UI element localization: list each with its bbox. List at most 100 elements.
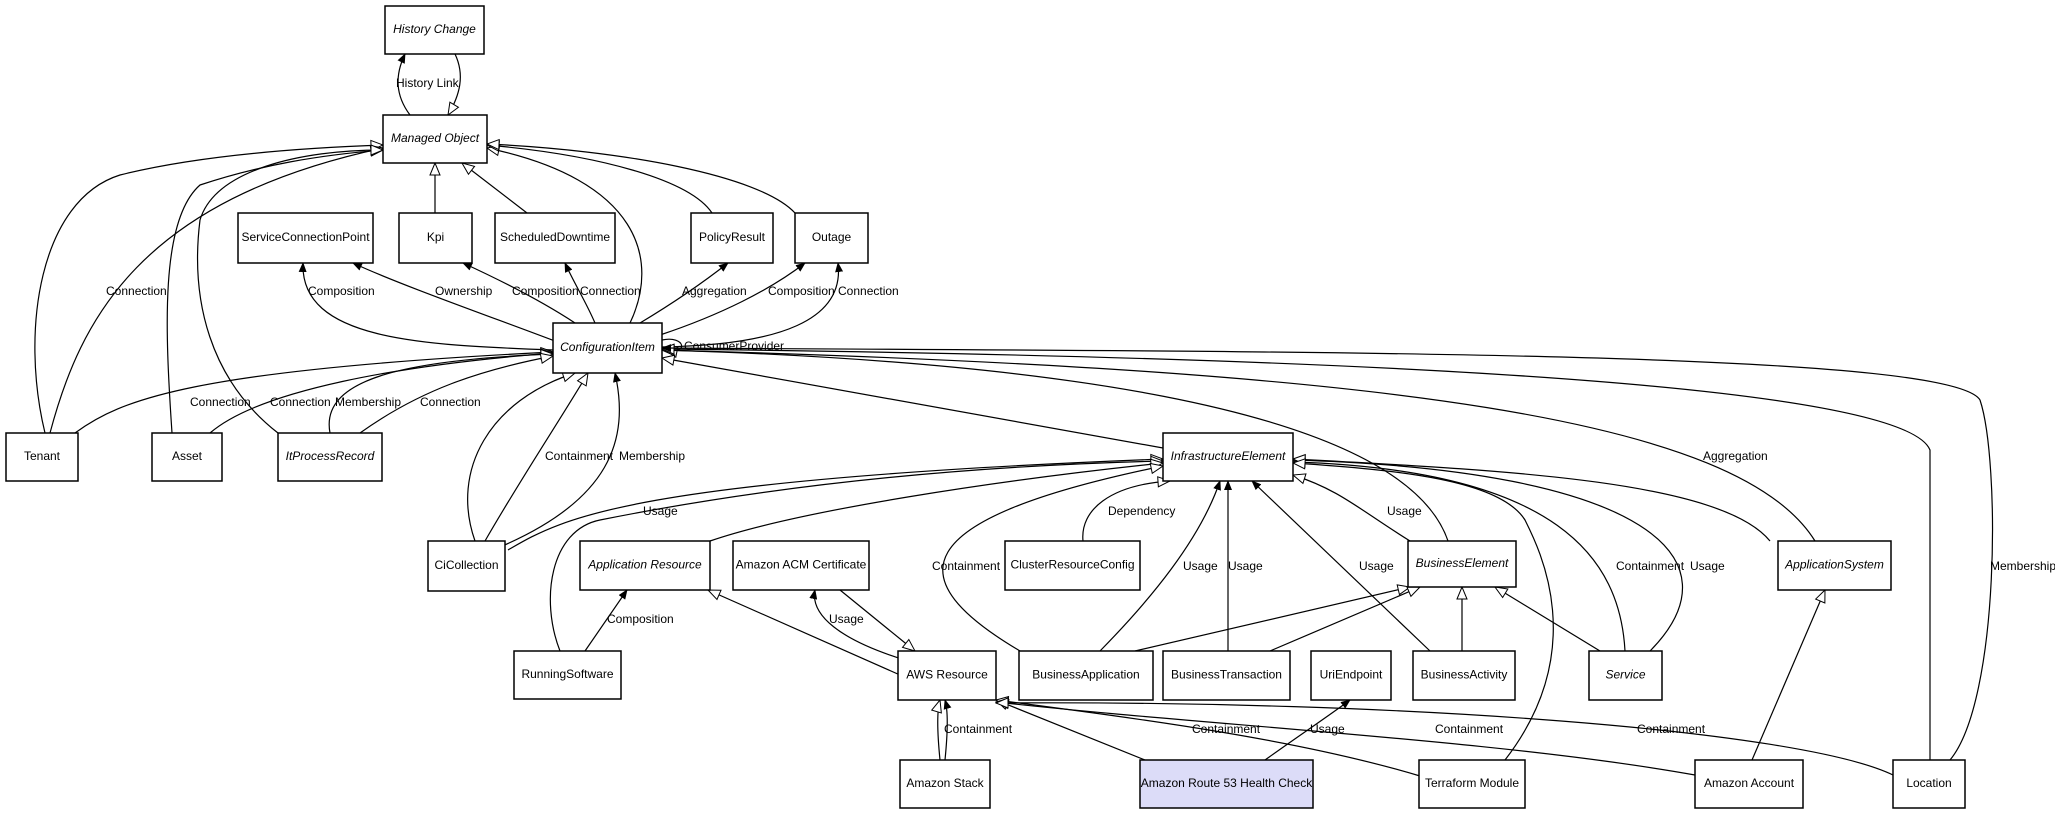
label-composition-rs: Composition: [607, 612, 674, 626]
node-label: History Change: [393, 22, 476, 36]
edge-cic-ci-b: [484, 373, 588, 542]
label-connection-outage: Connection: [838, 284, 899, 298]
node-label: InfrastructureElement: [1171, 449, 1286, 463]
edge-membership-ipr: [328, 354, 553, 434]
node-label: ItProcessRecord: [286, 449, 375, 463]
node-label: AWS Resource: [906, 668, 988, 682]
edge-svc-be: [1495, 587, 1601, 652]
node-label: PolicyResult: [699, 230, 766, 244]
edge-membership-cic: [499, 372, 621, 548]
node-service[interactable]: Service: [1588, 650, 1663, 701]
node-label: Outage: [812, 230, 852, 244]
edge-containment-loc: [996, 703, 1894, 776]
node-label: ConfigurationItem: [560, 340, 655, 354]
label-containment-r53: Containment: [1192, 722, 1261, 736]
edge-ba-be: [1134, 587, 1410, 652]
edge-connection-asset-ci: [209, 353, 553, 434]
edge-stack-aws-a: [938, 700, 940, 761]
node-outage[interactable]: Outage: [794, 212, 869, 264]
node-label: Location: [1906, 776, 1951, 790]
label-containment-cic: Containment: [545, 449, 614, 463]
label-connection-asset-ci: Connection: [270, 395, 331, 409]
node-label: ApplicationSystem: [1784, 558, 1884, 572]
label-consumer-provider: ConsumerProvider: [684, 339, 784, 353]
edge-composition-kpi: [462, 262, 576, 324]
label-containment-loc: Containment: [1637, 722, 1706, 736]
node-terraform-module[interactable]: Terraform Module: [1418, 759, 1526, 809]
node-business-element[interactable]: BusinessElement: [1407, 540, 1517, 588]
edge-r53-aws: [996, 700, 1146, 761]
node-infrastructure-element[interactable]: InfrastructureElement: [1162, 432, 1294, 482]
label-usage-r53: Usage: [1310, 722, 1345, 736]
node-label: Asset: [172, 449, 203, 463]
node-scheduled-downtime[interactable]: ScheduledDowntime: [494, 212, 616, 264]
edge-be-ie: [1293, 475, 1411, 542]
label-connection-tenant-mo: Connection: [106, 284, 167, 298]
node-managed-object[interactable]: Managed Object: [382, 114, 488, 164]
node-label: Amazon Route 53 Health Check: [1141, 776, 1313, 790]
edge-membership-loc: [661, 344, 1994, 761]
node-ci-collection[interactable]: CiCollection: [427, 540, 506, 592]
edge-bt-be: [1269, 586, 1420, 652]
node-label: Terraform Module: [1425, 776, 1519, 790]
edge-connection-sd: [564, 262, 596, 324]
label-membership-ipr: Membership: [335, 395, 401, 409]
edge-history-link-out: [397, 53, 411, 116]
node-label: ClusterResourceConfig: [1010, 558, 1134, 572]
node-label: BusinessElement: [1416, 556, 1509, 570]
label-membership-cic: Membership: [619, 449, 685, 463]
edge-ci-managed-object: [487, 148, 643, 324]
node-kpi[interactable]: Kpi: [398, 212, 473, 264]
node-business-transaction[interactable]: BusinessTransaction: [1162, 650, 1291, 701]
label-ownership: Ownership: [435, 284, 493, 298]
edge-ie-ci: [662, 358, 1164, 449]
node-label: Amazon ACM Certificate: [736, 558, 867, 572]
node-aws-resource[interactable]: AWS Resource: [897, 650, 997, 701]
edge-pr-managed-object: [487, 145, 713, 214]
edge-labels: History Link Connection Composition Owne…: [106, 76, 2055, 736]
edge-aws-acm: [839, 589, 915, 651]
label-containment-ba: Containment: [932, 559, 1001, 573]
edge-tenant-managed-object: [34, 145, 383, 434]
node-business-activity[interactable]: BusinessActivity: [1412, 650, 1516, 701]
label-usage-cic: Usage: [643, 504, 678, 518]
node-running-software[interactable]: RunningSoftware: [513, 650, 622, 700]
edge-tf-ie: [1293, 463, 1554, 761]
node-tenant[interactable]: Tenant: [5, 432, 79, 482]
node-amazon-stack[interactable]: Amazon Stack: [899, 759, 991, 809]
node-application-resource[interactable]: Application Resource: [579, 540, 711, 591]
node-amazon-account[interactable]: Amazon Account: [1694, 759, 1804, 809]
edge-containment-svc-ie: [1293, 462, 1626, 652]
node-service-connection-point[interactable]: ServiceConnectionPoint: [237, 212, 374, 264]
edge-dependency: [1082, 481, 1170, 542]
node-label: BusinessActivity: [1421, 668, 1508, 682]
node-uri-endpoint[interactable]: UriEndpoint: [1310, 650, 1392, 701]
label-composition-scp: Composition: [308, 284, 375, 298]
edge-composition-scp: [298, 262, 554, 351]
node-amazon-route53-health-check[interactable]: Amazon Route 53 Health Check: [1139, 759, 1314, 809]
node-business-application[interactable]: BusinessApplication: [1018, 650, 1154, 701]
node-history-change[interactable]: History Change: [384, 5, 485, 55]
node-application-system[interactable]: ApplicationSystem: [1777, 540, 1892, 591]
label-membership-loc: Membership: [1990, 559, 2055, 573]
node-policy-result[interactable]: PolicyResult: [690, 212, 774, 264]
node-configuration-item[interactable]: ConfigurationItem: [552, 322, 663, 374]
node-amazon-acm-certificate[interactable]: Amazon ACM Certificate: [732, 540, 870, 591]
label-containment-acct: Containment: [1435, 722, 1504, 736]
label-aggregation-pr: Aggregation: [682, 284, 747, 298]
node-asset[interactable]: Asset: [151, 432, 223, 482]
label-usage-bact: Usage: [1359, 559, 1394, 573]
node-label: Kpi: [427, 230, 444, 244]
edge-outage-managed-object: [487, 144, 796, 214]
node-location[interactable]: Location: [1892, 759, 1966, 809]
edge-acct-as: [1751, 590, 1826, 761]
label-aggregation-as: Aggregation: [1703, 449, 1768, 463]
node-it-process-record[interactable]: ItProcessRecord: [277, 432, 383, 482]
node-label: CiCollection: [434, 558, 498, 572]
edges: [34, 53, 1994, 777]
label-usage-bt: Usage: [1228, 559, 1263, 573]
node-cluster-resource-config[interactable]: ClusterResourceConfig: [1004, 540, 1141, 591]
edge-usage-acm: [809, 589, 906, 661]
edge-ipr-managed-object: [197, 150, 383, 434]
edge-connection-ipr: [359, 356, 553, 434]
